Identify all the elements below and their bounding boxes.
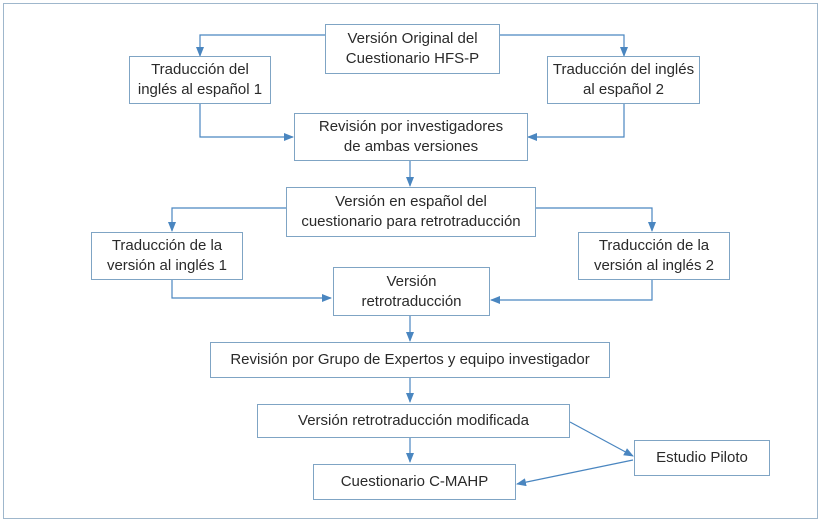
arrow-trad2-revision <box>527 104 625 141</box>
node-traduccion-1-label: Traducción del inglés al español 1 <box>137 61 263 98</box>
node-cuestionario-cmahp: Cuestionario C-MAHP <box>313 464 516 500</box>
node-cuestionario-cmahp-label: Cuestionario C-MAHP <box>340 473 489 490</box>
node-revision-expertos: Revisión por Grupo de Expertos y equipo … <box>210 342 610 378</box>
node-estudio-piloto-label: Estudio Piloto <box>656 449 748 466</box>
node-version-modificada-label: Versión retrotraducción modificada <box>298 412 529 429</box>
node-version-retrotraduccion: Versión retrotraducción <box>333 267 490 316</box>
node-traduccion-2-label: Traducción del inglés al español 2 <box>552 61 695 98</box>
arrow-retro2-versionretro <box>490 280 653 304</box>
arrow-retro1-versionretro <box>171 280 332 302</box>
node-version-original: Versión Original del Cuestionario HFS-P <box>325 24 500 74</box>
node-revision-investigadores-label: Revisión por investigadores de ambas ver… <box>318 118 504 155</box>
node-revision-expertos-label: Revisión por Grupo de Expertos y equipo … <box>230 351 590 368</box>
node-revision-investigadores: Revisión por investigadores de ambas ver… <box>294 113 528 161</box>
arrow-original-trad1 <box>196 34 325 57</box>
arrow-piloto-cmahp <box>516 459 634 487</box>
node-traduccion-1: Traducción del inglés al español 1 <box>129 56 271 104</box>
arrow-modificada-piloto <box>569 421 634 457</box>
node-retrotraduccion-2: Traducción de la versión al inglés 2 <box>578 232 730 280</box>
arrow-espanol-retro2 <box>536 207 656 232</box>
node-version-retrotraduccion-label: Versión retrotraducción <box>361 272 462 310</box>
diagram-frame <box>3 3 818 519</box>
node-estudio-piloto: Estudio Piloto <box>634 440 770 476</box>
arrow-trad1-revision <box>199 104 294 141</box>
node-retrotraduccion-2-label: Traducción de la versión al inglés 2 <box>593 237 715 274</box>
arrow-espanol-retro1 <box>168 207 286 232</box>
node-version-modificada: Versión retrotraducción modificada <box>257 404 570 438</box>
node-version-espanol-label: Versión en español del cuestionario para… <box>301 193 521 230</box>
node-traduccion-2: Traducción del inglés al español 2 <box>547 56 700 104</box>
node-retrotraduccion-1: Traducción de la versión al inglés 1 <box>91 232 243 280</box>
node-retrotraduccion-1-label: Traducción de la versión al inglés 1 <box>106 237 228 274</box>
node-version-espanol: Versión en español del cuestionario para… <box>286 187 536 237</box>
node-version-original-label: Versión Original del Cuestionario HFS-P <box>345 30 480 67</box>
arrow-original-trad2 <box>500 34 628 57</box>
